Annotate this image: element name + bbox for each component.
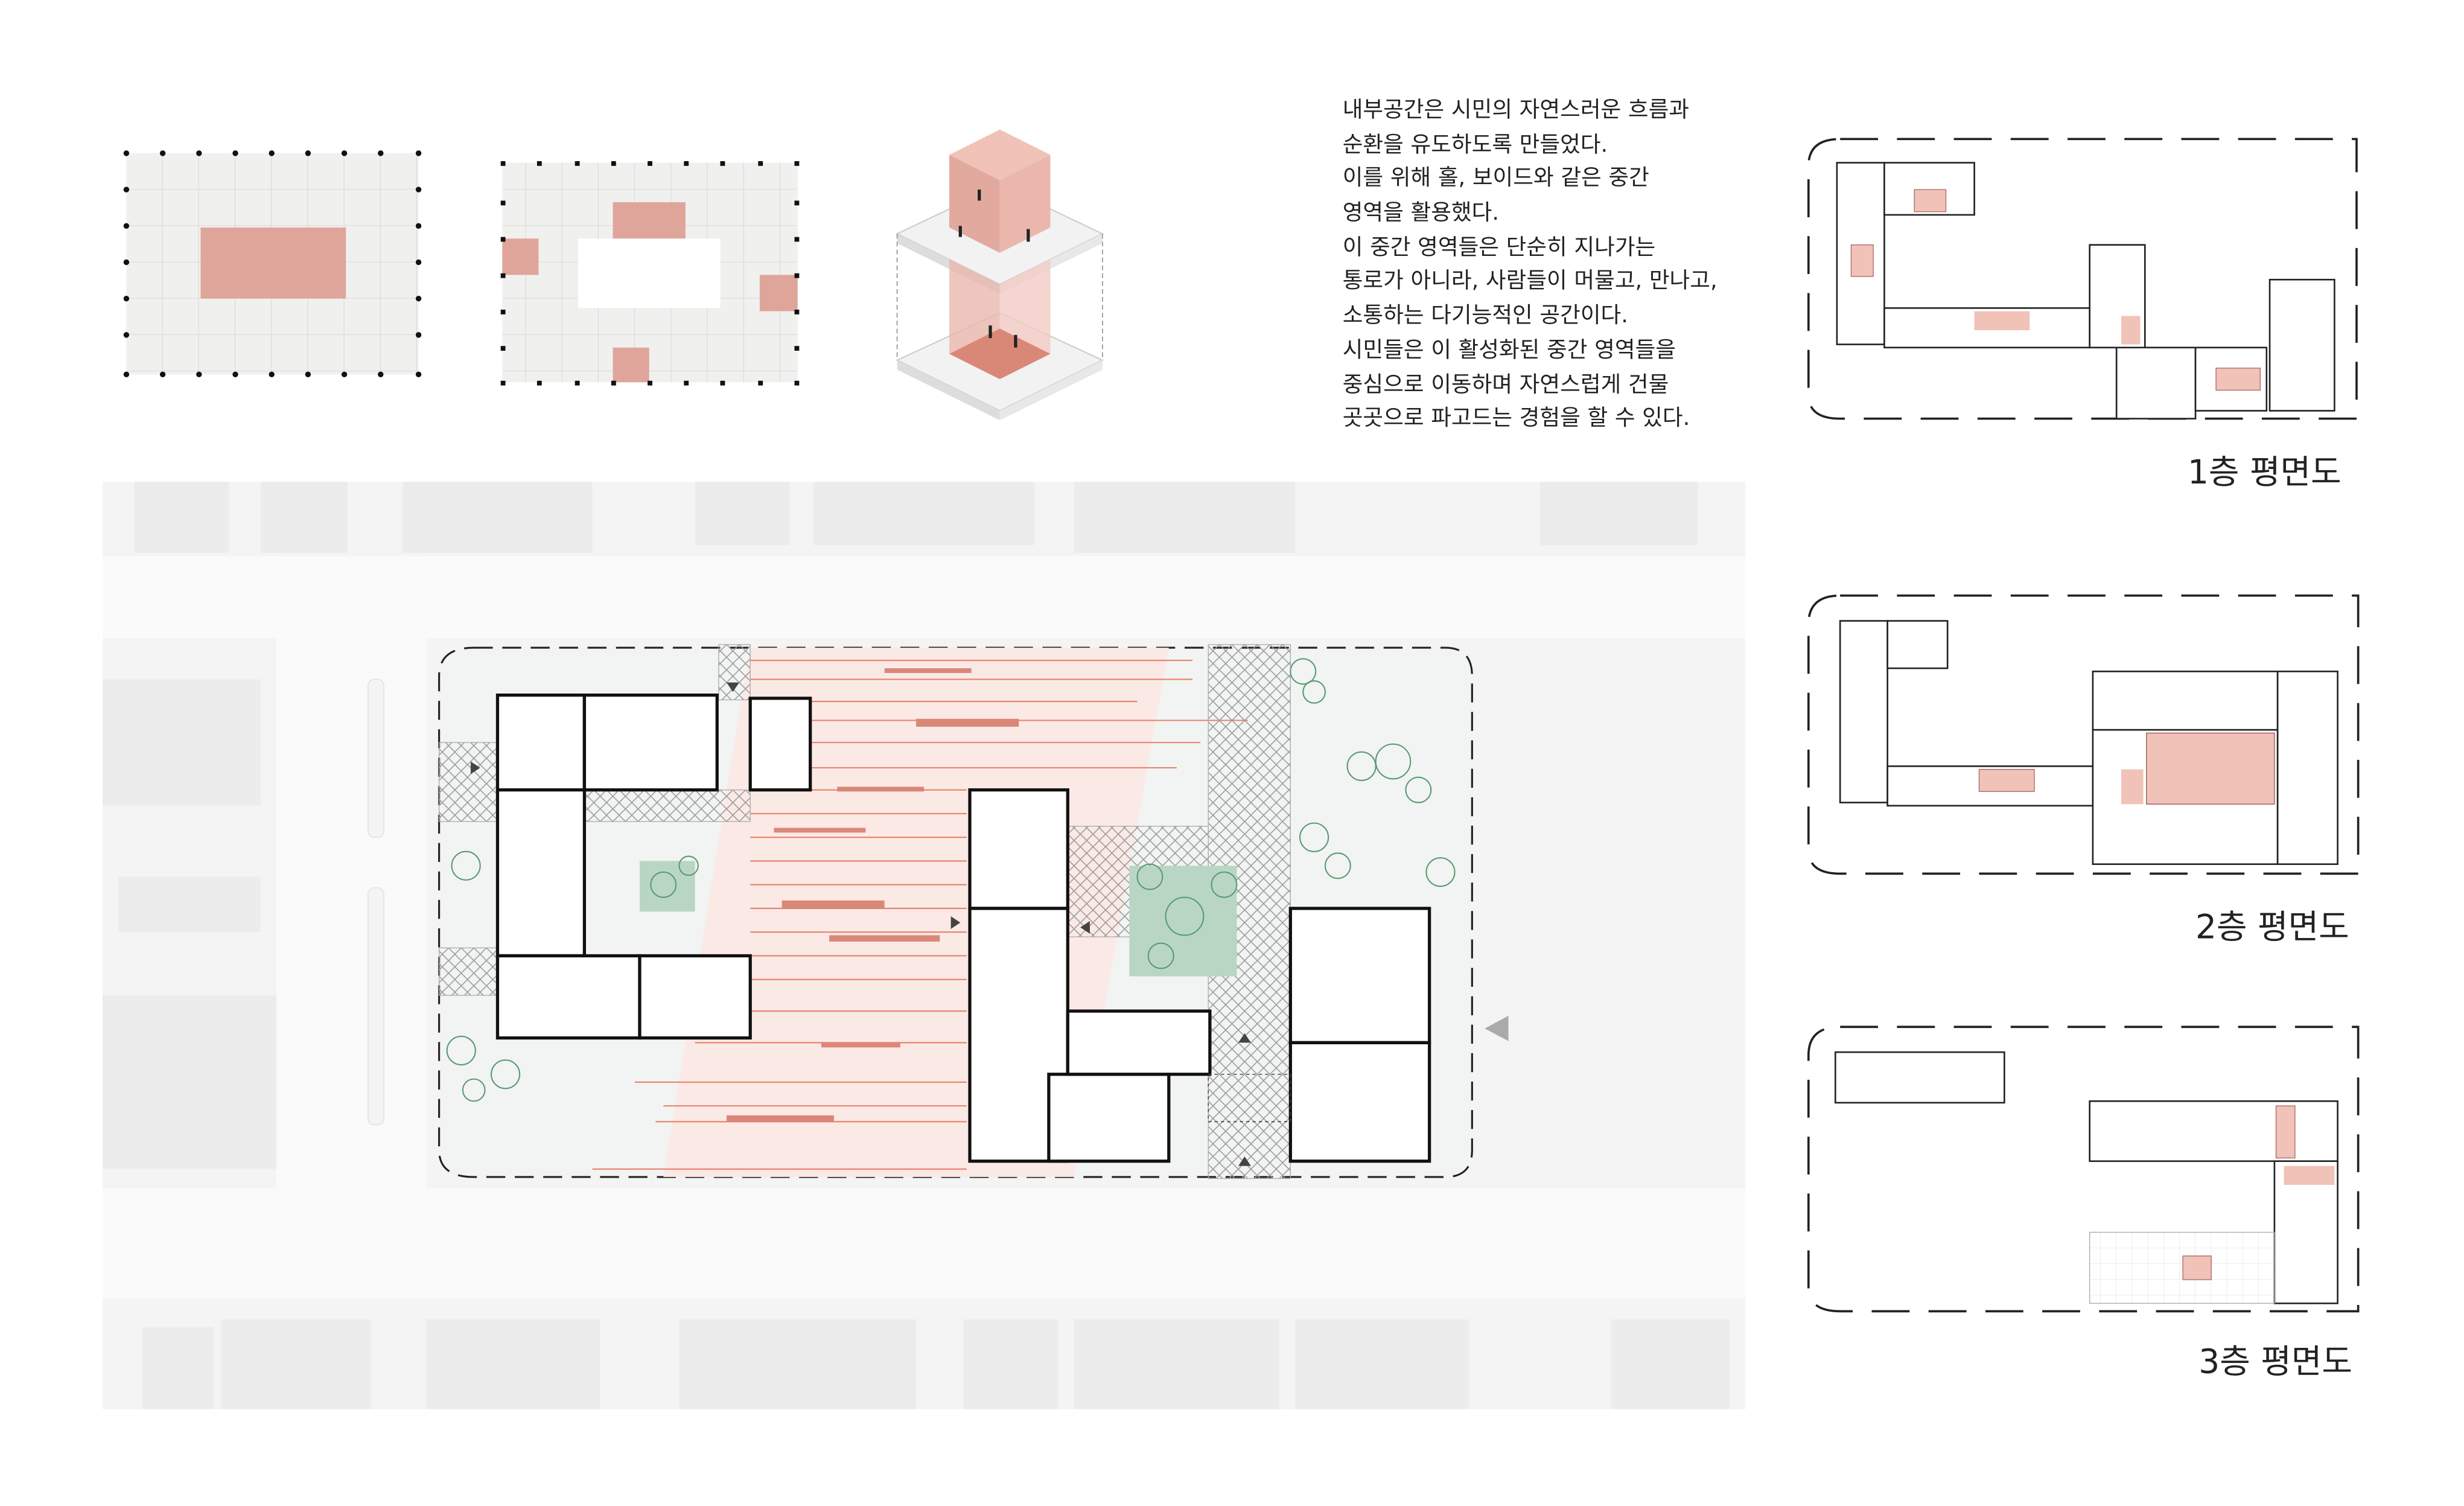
description-line: 곳곳으로 파고드는 경험을 할 수 있다. bbox=[1342, 406, 1690, 432]
concept-diagram-2 bbox=[500, 161, 800, 386]
description-line: 시민들은 이 활성화된 중간 영역들을 bbox=[1342, 337, 1676, 363]
description-line: 이 중간 영역들은 단순히 지나가는 bbox=[1342, 235, 1656, 261]
floor-plan-1 bbox=[1807, 138, 2358, 420]
description-line: 소통하는 다기능적인 공간이다. bbox=[1342, 303, 1628, 329]
description-line: 순환을 유도하도록 만들었다. bbox=[1342, 132, 1608, 158]
floor-plan-2 bbox=[1807, 594, 2360, 875]
description-line: 내부공간은 시민의 자연스러운 흐름과 bbox=[1342, 98, 1690, 124]
floor-plan-3 bbox=[1807, 1026, 2360, 1313]
description-line: 통로가 아니라, 사람들이 머물고, 만나고, bbox=[1342, 269, 1717, 295]
concept-diagram-1 bbox=[123, 150, 422, 378]
site-plan bbox=[103, 482, 1746, 1409]
floor-plan-1-label: 1층 평면도 bbox=[2187, 453, 2341, 491]
floor-plan-2-label: 2층 평면도 bbox=[2195, 908, 2349, 946]
description-line: 중심으로 이동하며 자연스럽게 건물 bbox=[1342, 372, 1669, 398]
floor-plan-3-label: 3층 평면도 bbox=[2198, 1342, 2353, 1381]
description-line: 영역을 활용했다. bbox=[1342, 200, 1499, 226]
description-line: 이를 위해 홀, 보이드와 같은 중간 bbox=[1342, 166, 1649, 192]
concept-diagram-3 bbox=[896, 129, 1104, 421]
description-text: 내부공간은 시민의 자연스러운 흐름과 순환을 유도하도록 만들었다. 이를 위… bbox=[1343, 95, 1717, 438]
